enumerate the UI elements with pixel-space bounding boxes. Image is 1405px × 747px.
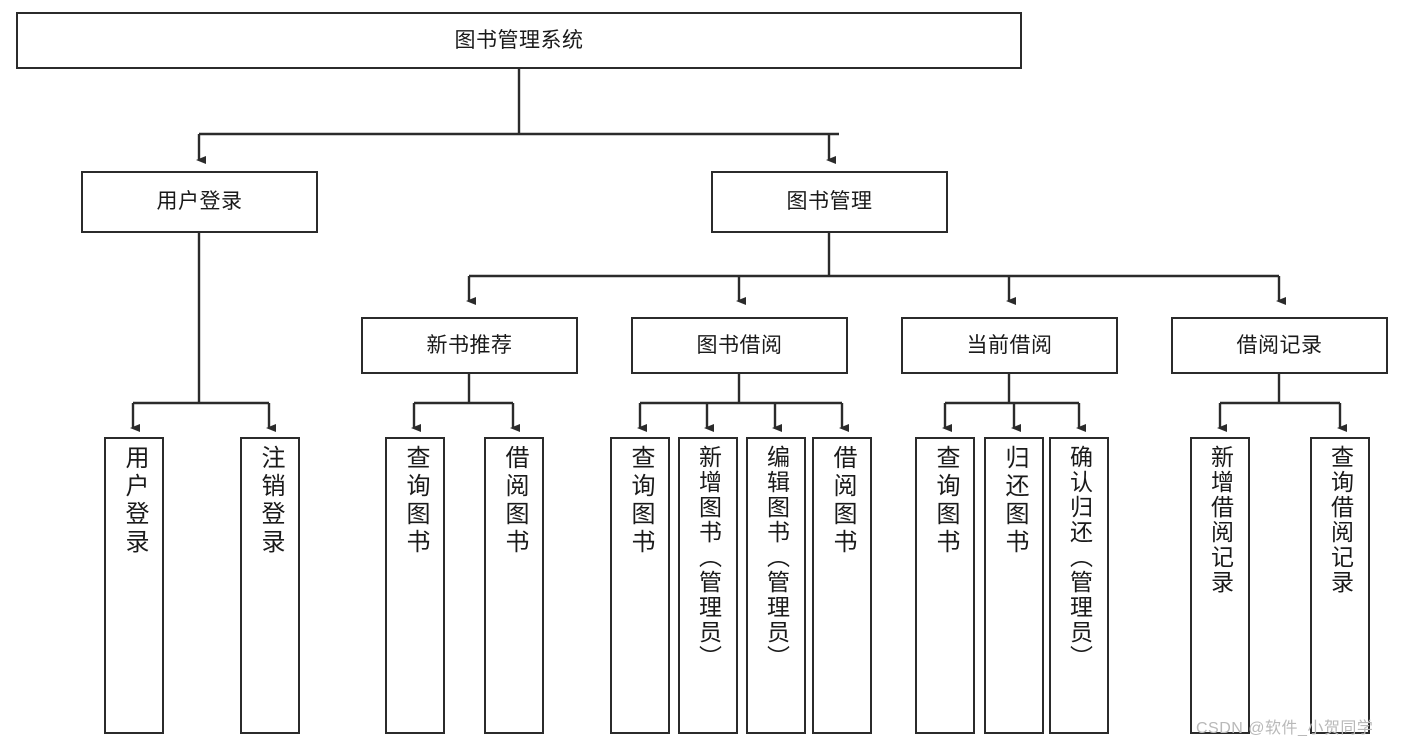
- leaf-user-logout[interactable]: 注销登录: [240, 437, 300, 734]
- node-label: 新增借阅记录: [1207, 445, 1234, 595]
- node-label: 注销登录: [257, 445, 284, 557]
- leaf-query-record[interactable]: 查询借阅记录: [1310, 437, 1370, 734]
- node-label: 图书管理: [786, 190, 873, 214]
- leaf-add-record[interactable]: 新增借阅记录: [1190, 437, 1250, 734]
- node-book-manage[interactable]: 图书管理: [711, 171, 948, 233]
- leaf-add-book[interactable]: 新增图书（管理员）: [678, 437, 738, 734]
- leaf-return-book[interactable]: 归还图书: [984, 437, 1044, 734]
- node-current-borrow[interactable]: 当前借阅: [901, 317, 1118, 374]
- node-book-borrow[interactable]: 图书借阅: [631, 317, 848, 374]
- leaf-edit-book[interactable]: 编辑图书（管理员）: [746, 437, 806, 734]
- node-label: 查询图书: [932, 445, 959, 557]
- leaf-query-book-2[interactable]: 查询图书: [610, 437, 670, 734]
- leaf-borrow-book-1[interactable]: 借阅图书: [484, 437, 544, 734]
- node-label: 借阅图书: [501, 445, 528, 557]
- leaf-confirm-return[interactable]: 确认归还（管理员）: [1049, 437, 1109, 734]
- node-label: 用户登录: [121, 445, 148, 557]
- node-label: 图书管理系统: [454, 28, 584, 52]
- node-label: 查询借阅记录: [1327, 445, 1354, 595]
- node-label: 用户登录: [156, 190, 243, 214]
- node-borrow-record[interactable]: 借阅记录: [1171, 317, 1388, 374]
- node-label: 当前借阅: [966, 333, 1053, 357]
- leaf-borrow-book-2[interactable]: 借阅图书: [812, 437, 872, 734]
- watermark-text: CSDN @软件_小贺同学: [1196, 720, 1374, 737]
- node-label: 查询图书: [627, 445, 654, 557]
- node-label: 新书推荐: [426, 333, 513, 357]
- node-label: 图书借阅: [696, 333, 783, 357]
- leaf-query-book-1[interactable]: 查询图书: [385, 437, 445, 734]
- node-label: 查询图书: [402, 445, 429, 557]
- leaf-user-login[interactable]: 用户登录: [104, 437, 164, 734]
- node-label: 借阅图书: [829, 445, 856, 557]
- node-user-login[interactable]: 用户登录: [81, 171, 318, 233]
- leaf-query-book-3[interactable]: 查询图书: [915, 437, 975, 734]
- node-label: 确认归还（管理员）: [1066, 445, 1093, 670]
- node-label: 新增图书（管理员）: [695, 445, 722, 670]
- node-label: 借阅记录: [1236, 333, 1323, 357]
- node-label: 编辑图书（管理员）: [763, 445, 790, 670]
- node-root-system[interactable]: 图书管理系统: [16, 12, 1022, 69]
- node-label: 归还图书: [1001, 445, 1028, 557]
- node-new-book-rec[interactable]: 新书推荐: [361, 317, 578, 374]
